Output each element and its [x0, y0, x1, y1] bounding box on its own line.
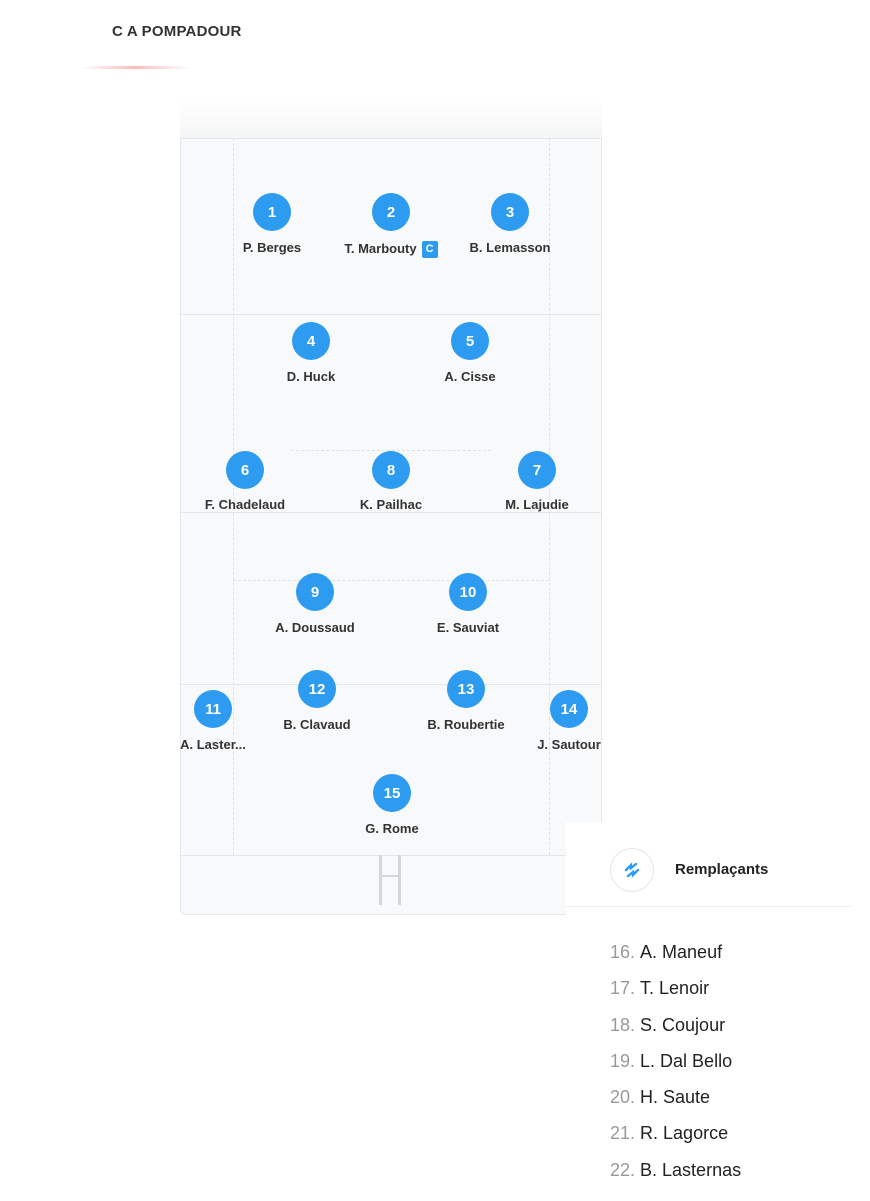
player-name: G. Rome [312, 821, 472, 836]
substitutes-title: Remplaçants [675, 861, 769, 878]
active-tab-underline [80, 66, 190, 69]
player-number-badge: 12 [298, 670, 336, 708]
substitute-name: R. Lagorce [640, 1123, 729, 1144]
field-dashed-line [233, 138, 234, 855]
player-number-badge: 13 [447, 670, 485, 708]
substitution-arrows-icon [610, 848, 654, 892]
field-dashed-line [233, 580, 549, 581]
player-number-badge: 10 [449, 573, 487, 611]
player-name-text: M. Lajudie [505, 497, 569, 512]
player-number-badge: 7 [518, 451, 556, 489]
player-number-badge: 6 [226, 451, 264, 489]
substitute-item[interactable]: 21.R. Lagorce [610, 1123, 741, 1159]
player-name: J. Sautour [489, 737, 649, 752]
try-line [181, 855, 601, 856]
field-line [181, 138, 601, 139]
substitute-number: 19. [610, 1050, 636, 1071]
team-name: C A POMPADOUR [112, 23, 242, 40]
player-name-text: B. Roubertie [427, 717, 505, 732]
player-number-badge: 2 [372, 193, 410, 231]
substitute-name: B. Lasternas [640, 1159, 742, 1180]
player-name-text: K. Pailhac [359, 497, 423, 512]
player-name-text: T. Marbouty [344, 241, 417, 256]
field-header-shadow [180, 100, 602, 140]
substitute-number: 21. [610, 1123, 636, 1144]
substitute-number: 16. [610, 942, 636, 962]
field-line [181, 512, 601, 513]
player-name: P. Berges [192, 240, 352, 255]
player-name: K. Pailhac [311, 497, 471, 512]
substitute-item[interactable]: 22.B. Lasternas [610, 1160, 741, 1196]
player-number-badge: 1 [253, 193, 291, 231]
captain-badge: C [421, 241, 438, 258]
player-name-text: D. Huck [286, 369, 336, 384]
player-name-text: E. Sauviat [436, 620, 500, 635]
player-name: B. Roubertie [386, 717, 546, 732]
player-number-badge: 15 [373, 774, 411, 812]
field-line [181, 684, 601, 685]
field-line [181, 314, 601, 315]
player-name-text: G. Rome [365, 821, 419, 836]
player-name: E. Sauviat [388, 620, 548, 635]
player-name-text: B. Lemasson [469, 240, 551, 255]
substitute-item[interactable]: 20.H. Saute [610, 1087, 741, 1123]
player-name: B. Clavaud [237, 717, 397, 732]
player-name-text: J. Sautour [537, 737, 601, 752]
player-number-badge: 8 [372, 451, 410, 489]
player-name-text: B. Clavaud [283, 717, 351, 732]
player-name: B. Lemasson [430, 240, 590, 255]
player-name-text: P. Berges [242, 240, 302, 255]
substitute-item[interactable]: 18.S. Coujour [610, 1015, 741, 1051]
player-number-badge: 5 [451, 322, 489, 360]
player-number-badge: 3 [491, 193, 529, 231]
player-name: D. Huck [231, 369, 391, 384]
substitute-number: 17. [610, 978, 636, 999]
player-name: A. Laster... [133, 737, 293, 752]
substitute-number: 20. [610, 1087, 636, 1108]
player-number-badge: 14 [550, 690, 588, 728]
player-name-text: A. Laster... [180, 737, 246, 752]
goal-posts-icon [379, 855, 401, 905]
substitute-name: L. Dal Bello [640, 1050, 733, 1071]
player-name: M. Lajudie [457, 497, 617, 512]
player-name-text: A. Doussaud [275, 620, 355, 635]
substitutes-header: Remplaçants [566, 822, 852, 907]
player-number-badge: 4 [292, 322, 330, 360]
player-name: A. Doussaud [235, 620, 395, 635]
substitute-name: T. Lenoir [640, 978, 710, 999]
substitute-item[interactable]: 19.L. Dal Bello [610, 1051, 741, 1087]
player-number-badge: 11 [194, 690, 232, 728]
player-number-badge: 9 [296, 573, 334, 611]
player-name: F. Chadelaud [165, 497, 325, 512]
substitute-number: 18. [610, 1014, 636, 1035]
player-name-text: A. Cisse [444, 369, 496, 384]
substitute-item[interactable]: 16.A. Maneuf [610, 942, 741, 978]
player-name-text: F. Chadelaud [204, 497, 286, 512]
substitute-name: A. Maneuf [640, 942, 723, 962]
player-name: A. Cisse [390, 369, 550, 384]
field-dashed-line [549, 138, 550, 855]
substitute-item[interactable]: 17.T. Lenoir [610, 978, 741, 1014]
substitute-name: H. Saute [640, 1087, 711, 1108]
substitute-name: S. Coujour [640, 1014, 726, 1035]
substitute-number: 22. [610, 1159, 636, 1180]
player-name: T. Marbouty C [311, 241, 471, 258]
field-dashed-line [291, 450, 491, 451]
